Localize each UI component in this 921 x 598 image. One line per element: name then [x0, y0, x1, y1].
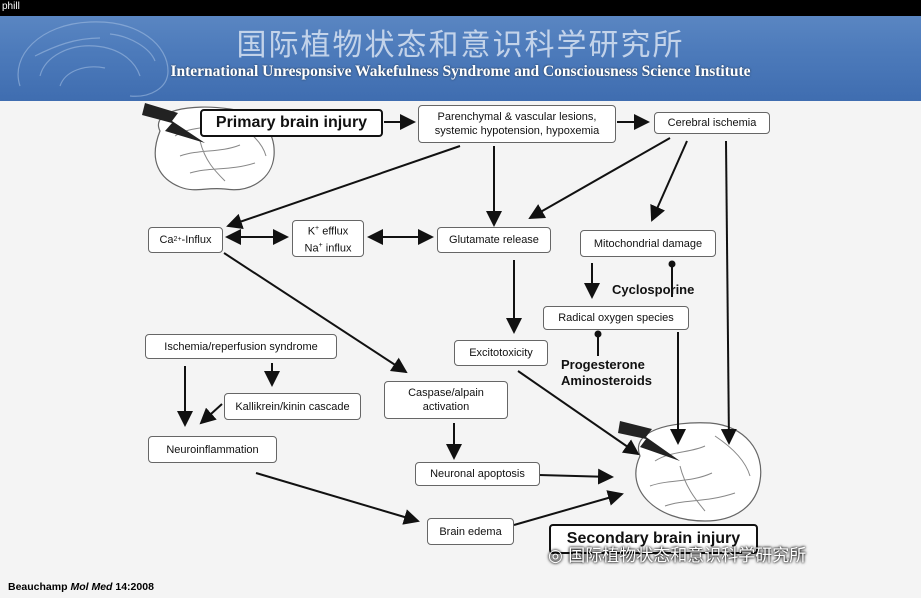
- node-mitochondrial-damage: Mitochondrial damage: [580, 230, 716, 257]
- node-kallikrein-kinin: Kallikrein/kinin cascade: [224, 393, 361, 420]
- citation-ref: 14:2008: [115, 581, 154, 593]
- label-cyclosporine: Cyclosporine: [612, 282, 695, 297]
- wechat-icon: ◎: [548, 546, 569, 566]
- top-bar: phill: [0, 0, 921, 16]
- label-aminosteroids: Aminosteroids: [561, 373, 653, 388]
- node-excitotoxicity: Excitotoxicity: [454, 340, 548, 366]
- node-glutamate-release: Glutamate release: [437, 227, 551, 253]
- label-progesterone: Progesterone: [561, 357, 645, 372]
- citation: Beauchamp Mol Med 14:2008: [8, 581, 154, 593]
- ca-charge: 2+: [173, 236, 182, 243]
- user-name: phill: [2, 1, 20, 12]
- k-charge: +: [315, 224, 320, 232]
- na-charge: +: [318, 241, 323, 249]
- secondary-brain-icon: [635, 422, 762, 522]
- citation-author: Beauchamp: [8, 581, 68, 593]
- node-neuroinflammation: Neuroinflammation: [148, 436, 277, 463]
- node-brain-edema: Brain edema: [427, 518, 514, 545]
- banner-title-english: International Unresponsive Wakefulness S…: [170, 63, 751, 80]
- watermark-text: 国际植物状态和意识科学研究所: [568, 546, 807, 566]
- node-cerebral-ischemia: Cerebral ischemia: [654, 112, 770, 134]
- node-neuronal-apoptosis: Neuronal apoptosis: [415, 462, 540, 486]
- efflux-label: efflux: [319, 225, 349, 238]
- influx-label: -Influx: [181, 234, 212, 246]
- arrows-layer: [142, 103, 762, 526]
- node-ischemia-reperfusion: Ischemia/reperfusion syndrome: [145, 334, 337, 359]
- node-caspase-alpain: Caspase/alpain activation: [384, 381, 508, 419]
- k-efflux-line: K+ efflux: [308, 222, 349, 239]
- na-influx-line: Na+ influx: [305, 239, 352, 256]
- node-parenchymal-lesions: Parenchymal & vascular lesions, systemic…: [418, 105, 616, 143]
- banner-title-chinese: 国际植物状态和意识科学研究所: [236, 28, 685, 63]
- node-primary-brain-injury: Primary brain injury: [200, 109, 383, 137]
- node-secondary-brain-injury: Secondary brain injury: [549, 524, 758, 554]
- institute-banner: 国际植物状态和意识科学研究所 International Unresponsiv…: [0, 16, 921, 101]
- progesterone-inhibitor-dot: [594, 330, 602, 338]
- citation-journal: Mol Med: [70, 581, 113, 593]
- na-influx-label: influx: [322, 242, 352, 255]
- wechat-watermark: ◎ 国际植物状态和意识科学研究所: [548, 541, 806, 566]
- brain-watermark-icon: [17, 21, 169, 97]
- na-label: Na: [304, 242, 319, 255]
- cyclosporine-inhibitor-dot: [668, 260, 676, 268]
- ca-label: Ca: [159, 234, 174, 246]
- k-label: K: [307, 225, 316, 238]
- diagram-area: Primary brain injury Parenchymal & vascu…: [0, 101, 921, 598]
- node-k-efflux-na-influx: K+ efflux Na+ influx: [292, 220, 364, 257]
- node-radical-oxygen-species: Radical oxygen species: [543, 306, 689, 330]
- primary-lightning-icon: [142, 103, 205, 143]
- secondary-lightning-icon: [618, 421, 680, 461]
